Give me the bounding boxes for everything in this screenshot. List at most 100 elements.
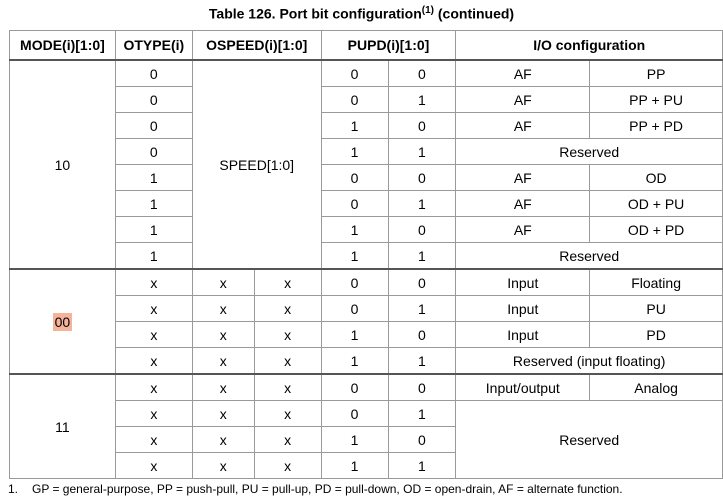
ospeed0-cell: x (253, 373, 322, 401)
ospeed0-cell: x (253, 295, 322, 322)
table-row: x x x 1 0 (10, 426, 723, 453)
pupd1-cell: 1 (320, 321, 389, 348)
io-type-cell: OD + PD (589, 216, 723, 243)
table-row: 0 0 1 AF PP + PU (10, 86, 723, 113)
pupd0-cell: 0 (387, 426, 457, 453)
pupd0-cell: 1 (387, 347, 457, 375)
table-row: 1 1 0 AF OD + PD (10, 216, 723, 243)
table-row: 10 0 SPEED[1:0] 0 0 AF PP (9, 59, 723, 270)
pupd0-cell: 1 (387, 86, 457, 113)
pupd1-cell: 0 (320, 400, 389, 427)
pupd1-cell: 0 (320, 190, 389, 217)
otype-cell: 1 (114, 242, 193, 270)
io-type-cell: PP (589, 59, 723, 87)
header-ospeed: OSPEED(i)[1:0] (191, 30, 322, 61)
otype-cell: 1 (114, 164, 193, 191)
io-type-cell: Floating (589, 268, 723, 296)
table-title-text: Table 126. Port bit configuration (208, 5, 422, 22)
pupd1-cell: 1 (320, 216, 389, 243)
table-row: 1 0 1 AF OD + PU (10, 190, 723, 217)
otype-cell: x (114, 268, 193, 296)
otype-cell: x (114, 452, 193, 479)
io-mode-cell: Input/output (455, 373, 591, 401)
otype-cell: 0 (114, 112, 193, 139)
ospeed0-cell: x (253, 268, 322, 296)
otype-cell: 1 (114, 190, 193, 217)
io-type-cell: PP + PU (589, 86, 723, 113)
io-type-cell: OD (589, 164, 723, 191)
io-type-cell: PU (589, 295, 723, 322)
mode-cell: 11 (9, 373, 116, 479)
header-mode: MODE(i)[1:0] (9, 30, 116, 61)
io-mode-cell: Input (455, 321, 591, 348)
pupd0-cell: 1 (387, 242, 457, 270)
table-row: 00 x x x 0 0 Input Floating (9, 268, 723, 375)
pupd0-cell: 0 (387, 112, 457, 139)
ospeed0-cell: x (253, 400, 322, 427)
io-reserved-cell: Reserved (455, 242, 723, 270)
io-type-cell: OD + PU (589, 190, 723, 217)
io-type-cell: Analog (589, 373, 723, 401)
ospeed1-cell: x (191, 295, 255, 322)
pupd1-cell: 1 (320, 138, 389, 165)
footnote-text: GP = general-purpose, PP = push-pull, PU… (32, 482, 623, 496)
table-row: 0 1 0 AF PP + PD (10, 112, 723, 139)
highlighted-mode-value: 00 (52, 312, 73, 331)
ospeed1-cell: x (191, 373, 255, 401)
otype-cell: 0 (114, 59, 193, 87)
ospeed0-cell: x (253, 321, 322, 348)
pupd0-cell: 1 (387, 400, 457, 427)
pupd1-cell: 1 (320, 452, 389, 479)
pupd1-cell: 1 (320, 347, 389, 375)
pupd0-cell: 1 (387, 190, 457, 217)
footnote-number: 1. (8, 482, 19, 496)
otype-cell: x (114, 347, 193, 375)
io-mode-cell: AF (455, 112, 591, 139)
ospeed0-cell: x (253, 426, 322, 453)
pupd0-cell: 0 (387, 321, 457, 348)
pupd1-cell: 0 (320, 268, 389, 296)
pupd0-cell: 1 (387, 138, 457, 165)
ospeed1-cell: x (191, 321, 255, 348)
pupd0-cell: 0 (387, 164, 457, 191)
footnote: 1. GP = general-purpose, PP = push-pull, … (8, 482, 623, 496)
table-row: x x x 1 1 (10, 452, 723, 479)
mode-cell: 10 (9, 59, 116, 270)
otype-cell: 0 (114, 138, 193, 165)
port-bit-configuration-table: MODE(i)[1:0] OTYPE(i) OSPEED(i)[1:0] PUP… (9, 30, 723, 479)
io-mode-cell: Input (455, 268, 591, 296)
otype-cell: x (114, 373, 193, 401)
io-type-cell: PD (589, 321, 723, 348)
header-row: MODE(i)[1:0] OTYPE(i) OSPEED(i)[1:0] PUP… (9, 30, 723, 61)
footnote-ref: (1) (421, 5, 434, 16)
header-io-configuration: I/O configuration (455, 30, 723, 61)
ospeed1-cell: x (191, 347, 255, 375)
otype-cell: x (114, 321, 193, 348)
io-mode-cell: AF (455, 164, 591, 191)
io-reserved-cell: Reserved (455, 400, 723, 479)
pupd0-cell: 1 (387, 295, 457, 322)
pupd0-cell: 0 (387, 268, 457, 296)
pupd1-cell: 0 (320, 373, 389, 401)
otype-cell: x (114, 295, 193, 322)
otype-cell: x (114, 426, 193, 453)
pupd1-cell: 1 (320, 242, 389, 270)
io-mode-cell: AF (455, 190, 591, 217)
table-row: 0 1 1 Reserved (10, 138, 723, 165)
table-row: x x x 1 0 Input PD (10, 321, 723, 348)
otype-cell: x (114, 400, 193, 427)
ospeed1-cell: x (191, 268, 255, 296)
ospeed1-cell: x (191, 400, 255, 427)
speed-cell: SPEED[1:0] (191, 59, 322, 270)
pupd1-cell: 0 (320, 295, 389, 322)
otype-cell: 1 (114, 216, 193, 243)
mode-cell: 00 (9, 268, 116, 375)
table-title: Table 126. Port bit configuration(1) (co… (0, 5, 723, 22)
io-mode-cell: Input (455, 295, 591, 322)
io-mode-cell: AF (455, 216, 591, 243)
io-mode-cell: AF (455, 86, 591, 113)
pupd1-cell: 0 (320, 59, 389, 87)
io-type-cell: PP + PD (589, 112, 723, 139)
pupd0-cell: 0 (387, 59, 457, 87)
io-mode-cell: AF (455, 59, 591, 87)
